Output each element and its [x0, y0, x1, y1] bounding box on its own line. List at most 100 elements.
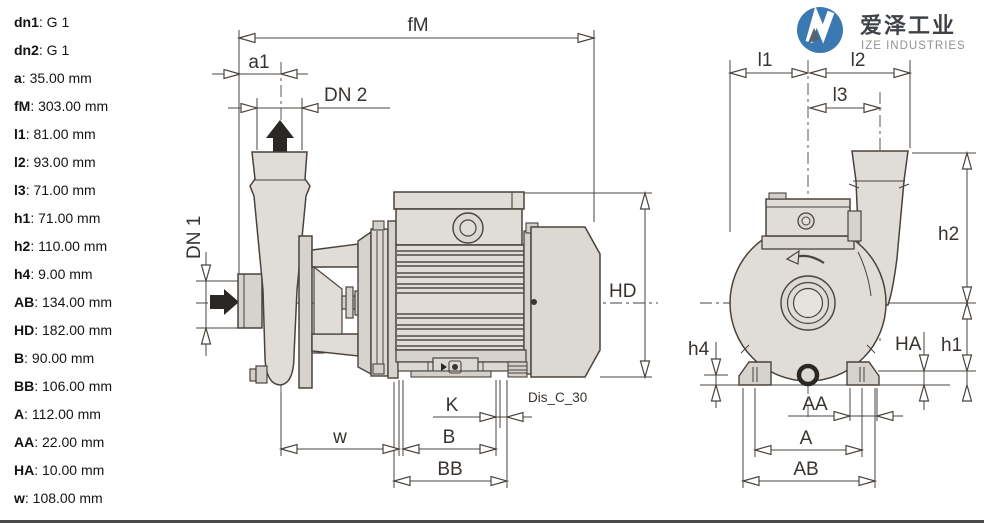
spec-value: 108.00 mm [32, 490, 103, 506]
spec-label: HD [14, 322, 35, 338]
terminal-box-front [761, 192, 862, 250]
spec-row: B: 90.00 mm [14, 344, 179, 372]
dim-l1-l2: l1 l2 [729, 50, 911, 79]
spec-label: dn1 [14, 14, 39, 30]
spec-label: HA [14, 462, 35, 478]
spec-value: 106.00 mm [42, 378, 113, 394]
spec-row: A: 112.00 mm [14, 400, 179, 428]
dim-w: w [280, 427, 400, 455]
spec-value: 81.00 mm [33, 126, 96, 142]
spec-row: w: 108.00 mm [14, 484, 179, 512]
grease-point-icon [441, 363, 447, 371]
spec-separator: : [34, 434, 43, 450]
spec-row: h2: 110.00 mm [14, 232, 179, 260]
spec-value: 90.00 mm [31, 350, 95, 366]
dim-dn2: DN 2 [228, 85, 390, 114]
spec-row: dn1: G 1 [14, 8, 179, 36]
drain-plug-front [796, 363, 820, 387]
spec-value: 10.00 mm [42, 462, 105, 478]
spec-value: 22.00 mm [42, 434, 105, 450]
spec-label: a [14, 70, 22, 86]
spec-value: 303.00 mm [38, 98, 109, 114]
dim-label-k: K [446, 395, 459, 416]
spec-value: 9.00 mm [38, 266, 93, 282]
dim-label-dn1: DN 1 [184, 216, 205, 259]
dim-label-h4: h4 [688, 339, 710, 360]
dim-label-bb: BB [437, 459, 462, 480]
spec-label: AB [14, 294, 35, 310]
spec-separator: : [34, 462, 43, 478]
spec-row: a: 35.00 mm [14, 64, 179, 92]
pump-bracket [298, 220, 389, 389]
spec-row: h1: 71.00 mm [14, 204, 179, 232]
fan-cover-screw [531, 299, 537, 305]
dim-label-h1: h1 [941, 335, 962, 356]
dim-dn1: DN 1 [184, 216, 242, 356]
suction-flange [237, 273, 263, 329]
spec-label: h1 [14, 210, 31, 226]
dim-label-l2: l2 [851, 50, 866, 71]
spec-separator: : [24, 490, 33, 506]
side-view: fM a1 DN 2 DN 1 [184, 15, 658, 488]
spec-row: dn2: G 1 [14, 36, 179, 64]
spec-value: 35.00 mm [29, 70, 92, 86]
spec-value: 112.00 mm [31, 406, 101, 422]
spec-row: l1: 81.00 mm [14, 120, 179, 148]
dim-hd: HD [524, 192, 652, 378]
spec-separator: : [24, 350, 32, 366]
spec-value: 182.00 mm [42, 322, 113, 338]
spec-value: G 1 [46, 14, 70, 30]
pump-feet-front [738, 344, 880, 386]
logo: 爱泽工业 IZE INDUSTRIES [797, 6, 966, 53]
spec-row: HD: 182.00 mm [14, 316, 179, 344]
dim-label-ab: AB [793, 459, 818, 480]
dim-ha: HA [895, 332, 930, 410]
spec-row: l2: 93.00 mm [14, 148, 179, 176]
dim-h4: h4 [688, 339, 722, 408]
dim-label-a1: a1 [248, 52, 269, 73]
dim-b: B [402, 427, 497, 455]
dim-fm: fM [238, 15, 595, 44]
dim-label-fm: fM [407, 15, 428, 36]
fan-cover [530, 226, 601, 378]
spec-label: dn2 [14, 42, 39, 58]
spec-label: l2 [14, 154, 26, 170]
logo-company-en: IZE INDUSTRIES [861, 40, 966, 52]
spec-separator: : [30, 98, 39, 114]
spec-separator: : [25, 154, 34, 170]
spec-label: A [14, 406, 25, 422]
spec-separator: : [30, 210, 39, 226]
dim-a1: a1 [212, 52, 308, 80]
dim-label-aa: AA [802, 394, 828, 415]
spec-row: h4: 9.00 mm [14, 260, 179, 288]
dim-ab: AB [742, 388, 876, 488]
outlet-flow-arrow-icon [266, 120, 294, 155]
dim-label-dn2: DN 2 [324, 85, 367, 106]
dim-label-b: B [443, 427, 456, 448]
dim-k: K [433, 395, 532, 423]
dim-a: A [754, 388, 863, 457]
spec-row: l3: 71.00 mm [14, 176, 179, 204]
spec-value: 110.00 mm [38, 238, 108, 254]
dim-bb: BB [393, 459, 508, 487]
dim-l3: l3 [809, 85, 881, 114]
spec-list: dn1: G 1 dn2: G 1 a: 35.00 mm fM: 303.00… [14, 8, 179, 512]
spec-separator: : [38, 14, 47, 30]
spec-value: 71.00 mm [33, 182, 96, 198]
terminal-box-lid [393, 191, 525, 210]
pump-volute [249, 151, 311, 386]
spec-separator: : [38, 42, 47, 58]
dim-h2-h1: h2 h1 [938, 152, 973, 402]
dim-label-a: A [800, 428, 813, 449]
dim-label-l1: l1 [758, 50, 773, 71]
spec-label: h2 [14, 238, 31, 254]
spec-row: HA: 10.00 mm [14, 456, 179, 484]
spec-separator: : [34, 294, 43, 310]
dim-label-ha: HA [895, 334, 922, 355]
suction-port-front [780, 275, 836, 331]
spec-value: 134.00 mm [42, 294, 113, 310]
spec-value: G 1 [46, 42, 70, 58]
motor-body [395, 244, 525, 351]
spec-label: AA [14, 434, 35, 450]
